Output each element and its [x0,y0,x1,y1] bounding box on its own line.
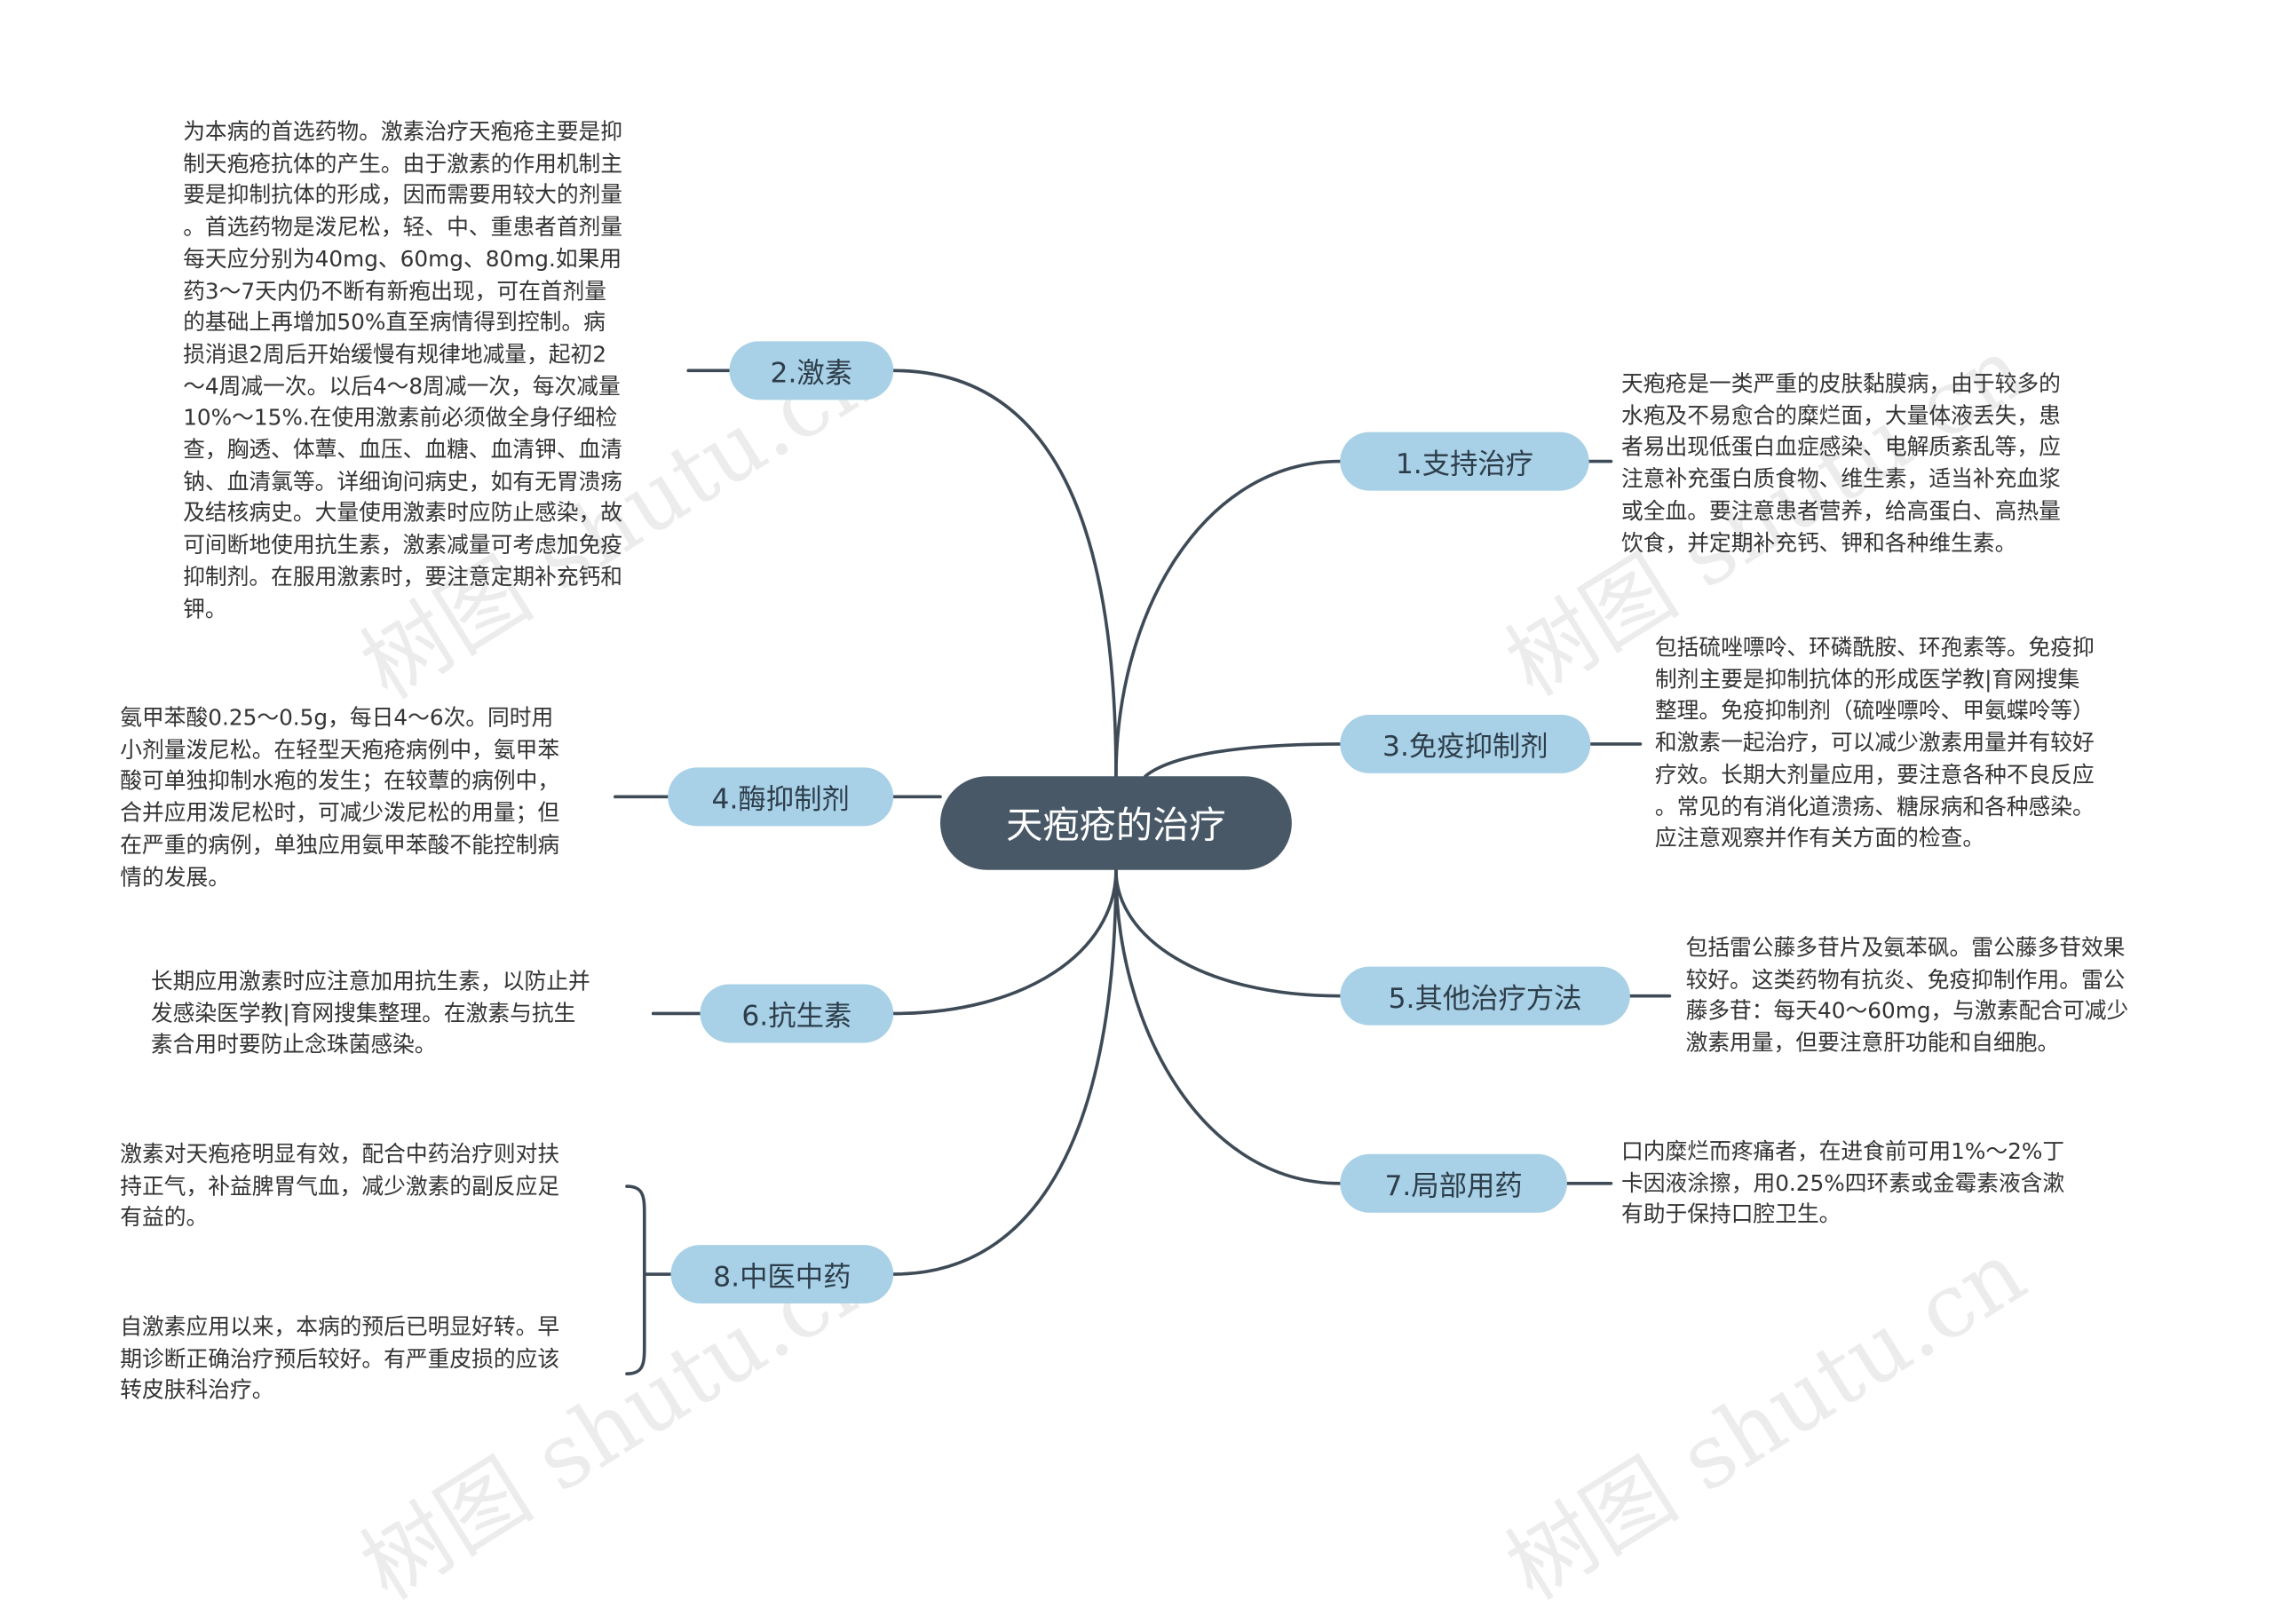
note-tcm-2: 自激素应用以来，本病的预后已明显好转。早 期诊断正确治疗预后较好。有严重皮损的应… [120,1313,560,1404]
branch-immunosuppressant[interactable]: 3.免疫抑制剂 [1340,714,1591,773]
branch-tcm[interactable]: 8.中医中药 [670,1245,894,1304]
note-enzyme-inhibitor: 氨甲苯酸0.25～0.5g，每日4～6次。同时用 小剂量泼尼松。在轻型天疱疮病例… [120,704,560,891]
link-root-7 [1114,867,1342,1185]
branch-antibiotics[interactable]: 6.抗生素 [700,984,894,1043]
note-hormone: 为本病的首选药物。激素治疗天疱疮主要是抑 制天疱疮抗体的产生。由于激素的作用机制… [183,118,623,622]
link-root-3 [1144,742,1342,779]
link-root-2 [891,368,1118,779]
link-root-1 [1114,459,1342,779]
note-immunosuppressant: 包括硫唑嘌呤、环磷酰胺、环孢素等。免疫抑 制剂主要是抑制抗体的形成医学教|育网搜… [1654,634,2095,852]
branch-topical-drugs[interactable]: 7.局部用药 [1340,1153,1567,1213]
note-other-methods: 包括雷公藤多苷片及氨苯砜。雷公藤多苷效果 较好。这类药物有抗炎、免疫抑制作用。雷… [1685,934,2129,1057]
connector-lines [613,368,1672,1376]
note-support-therapy: 天疱疮是一类严重的皮肤黏膜病，由于较多的 水疱及不易愈合的糜烂面，大量体液丢失，… [1620,370,2061,557]
note-antibiotics: 长期应用激素时应注意加用抗生素，以防止并 发感染医学教|育网搜集整理。在激素与抗… [150,968,590,1058]
note-topical-drugs: 口内糜烂而疼痛者，在进食前可用1%～2%丁 卡因液涂擦，用0.25%四环素或金霉… [1620,1137,2065,1228]
branch-enzyme-inhibitor[interactable]: 4.酶抑制剂 [668,767,894,827]
link-root-8 [891,867,1118,1276]
branch-other-methods[interactable]: 5.其他治疗方法 [1340,966,1630,1026]
branch-support-therapy[interactable]: 1.支持治疗 [1340,432,1589,491]
root-topic[interactable]: 天疱疮的治疗 [939,776,1292,870]
mind-map: 树图 shutu.cn 树图 shutu.cn 树图 shutu.cn 树图 s… [120,118,2129,1620]
link-root-5 [1114,867,1342,998]
branch-hormone[interactable]: 2.激素 [729,341,894,400]
bracket-8-notes [625,1184,673,1376]
note-tcm-1: 激素对天疱疮明显有效，配合中药治疗则对扶 持正气，补益脾胃气血，减少激素的副反应… [120,1140,560,1232]
link-root-6 [891,867,1118,1016]
